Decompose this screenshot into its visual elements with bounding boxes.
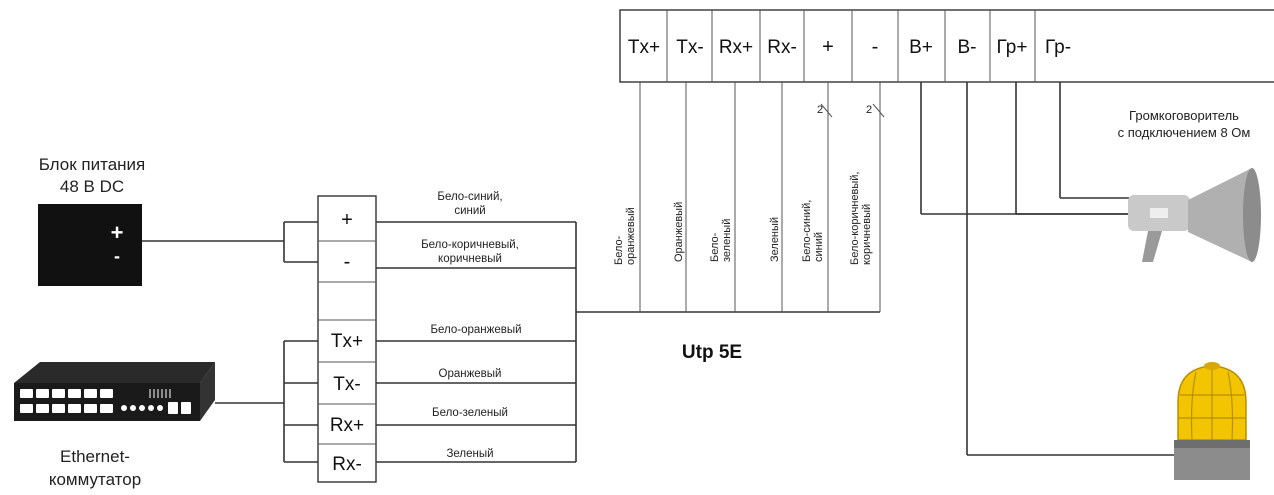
top-terminal-block: Tx+ Tx- Rx+ Rx- + - B+ B- Гр+ Гр- <box>619 9 1274 83</box>
top-pin-minus: - <box>872 36 879 58</box>
loudspeaker-label-line1: Громкоговоритель <box>1129 108 1239 123</box>
left-pin-rx-plus: Rx+ <box>330 415 364 436</box>
beacon-top <box>1204 362 1220 370</box>
speaker-horn-mouth <box>1243 168 1261 262</box>
wire-label-2-line1: Бело-коричневый, <box>421 239 519 251</box>
top-pin-b-plus: B+ <box>909 37 933 58</box>
speaker-bracket <box>1142 231 1162 262</box>
left-pin-tx-plus: Tx+ <box>331 331 363 352</box>
speaker-terminal <box>1150 208 1168 218</box>
left-pin-rx-minus: Rx- <box>332 454 362 475</box>
top-pin-plus: + <box>822 36 834 58</box>
switch-label-line1: Ethernet- <box>60 447 130 466</box>
vwire-label-3-line2: зеленый <box>721 219 733 262</box>
switch-wires <box>215 340 318 463</box>
vwire-label-4: Зеленый <box>769 217 781 262</box>
ethernet-switch: Ethernet- коммутатор <box>14 362 215 489</box>
psu-wires <box>142 221 318 263</box>
left-wire-labels: Бело-синий, синий Бело-коричневый, корич… <box>421 191 521 460</box>
vertical-wires: 2 2 <box>639 82 885 312</box>
psu-title-line2: 48 В DC <box>60 177 124 196</box>
power-supply: Блок питания 48 В DC + - <box>38 155 145 286</box>
left-pin-minus: - <box>344 251 351 273</box>
left-horizontal-wires <box>376 221 880 463</box>
psu-minus-symbol: - <box>114 246 120 266</box>
left-pin-plus: + <box>341 209 353 231</box>
vwire-label-5-line2: синий <box>813 232 825 262</box>
wire-count-mark-1: 2 <box>817 104 823 116</box>
top-pin-rx-plus: Rx+ <box>719 37 753 58</box>
wire-label-6: Зеленый <box>446 448 493 460</box>
switch-label-line2: коммутатор <box>49 470 141 489</box>
vwire-label-6-line2: коричневый <box>861 204 873 265</box>
vwire-label-6-line1: Бело-коричневый, <box>849 172 861 265</box>
switch-ports <box>20 389 191 414</box>
psu-body <box>38 204 142 286</box>
top-pin-rx-minus: Rx- <box>767 37 797 58</box>
top-pin-tx-plus: Tx+ <box>628 37 660 58</box>
wire-label-4: Оранжевый <box>439 368 502 380</box>
left-terminal-block: + - Tx+ Tx- Rx+ Rx- <box>317 195 377 483</box>
wire-label-5: Бело-зеленый <box>432 407 508 419</box>
wire-label-1-line2: синий <box>454 205 485 217</box>
device-wires <box>920 82 1175 456</box>
vwire-label-5-line1: Бело-синий, <box>801 200 813 262</box>
beacon-light <box>1174 362 1250 480</box>
wire-count-mark-2: 2 <box>866 104 872 116</box>
wire-label-2-line2: коричневый <box>438 253 502 265</box>
left-pin-tx-minus: Tx- <box>333 374 360 395</box>
vertical-wire-labels: Бело- оранжевый Оранжевый Бело- зеленый … <box>613 172 873 265</box>
vwire-label-1-line2: оранжевый <box>625 207 637 265</box>
top-pin-tx-minus: Tx- <box>676 37 703 58</box>
top-pin-gr-minus: Гр- <box>1045 37 1071 58</box>
vwire-label-3-line1: Бело- <box>709 232 721 262</box>
vwire-label-1-line1: Бело- <box>613 235 625 265</box>
top-pin-b-minus: B- <box>958 37 977 58</box>
vwire-label-2: Оранжевый <box>673 202 685 262</box>
loudspeaker-label-line2: с подключением 8 Ом <box>1118 125 1251 140</box>
wire-label-1-line1: Бело-синий, <box>437 191 502 203</box>
beacon-cage <box>1178 366 1246 441</box>
psu-plus-symbol: + <box>111 220 124 245</box>
loudspeaker: Громкоговоритель с подключением 8 Ом <box>1118 108 1261 262</box>
wire-label-3: Бело-оранжевый <box>430 324 521 336</box>
beacon-base-rim <box>1174 440 1250 448</box>
top-pin-gr-plus: Гр+ <box>997 37 1028 58</box>
speaker-horn <box>1188 168 1252 262</box>
psu-title-line1: Блок питания <box>39 155 146 174</box>
cable-label: Utp 5E <box>682 342 742 363</box>
